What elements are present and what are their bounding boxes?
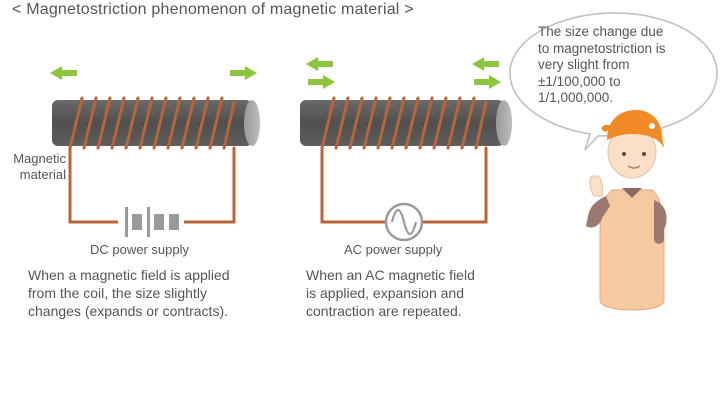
bubble-line-5: 1/1,000,000. xyxy=(538,90,614,105)
speech-bubble-text: The size change due to magnetostriction … xyxy=(538,24,708,107)
dc-battery-icon xyxy=(118,207,184,237)
dc-desc-line-1: When a magnetic field is applied xyxy=(28,267,230,283)
ac-description: When an AC magnetic field is applied, ex… xyxy=(306,266,536,320)
ac-source-icon xyxy=(384,202,424,242)
bubble-line-2: to magnetostriction is xyxy=(538,40,666,56)
dc-arrow-left xyxy=(50,66,77,80)
dc-supply-label: DC power supply xyxy=(90,242,189,257)
diagram-title: < Magnetostriction phenomenon of magneti… xyxy=(12,1,414,18)
dc-arrow-right xyxy=(230,66,257,80)
bubble-line-4: ±1/100,000 to xyxy=(538,73,621,89)
ac-arrows-right xyxy=(472,57,501,89)
magnetic-material-label: Magnetic material xyxy=(0,151,66,183)
ac-magnetic-rod xyxy=(300,100,512,146)
label-line-1: Magnetic xyxy=(13,151,66,166)
dc-desc-line-2: from the coil, the size slightly xyxy=(28,285,207,301)
dc-description: When a magnetic field is applied from th… xyxy=(28,266,298,320)
ac-supply-label: AC power supply xyxy=(344,242,443,257)
dc-desc-line-3: changes (expands or contracts). xyxy=(28,303,228,319)
ac-desc-line-1: When an AC magnetic field xyxy=(306,267,475,283)
bubble-line-3: very slight from xyxy=(538,57,630,72)
label-line-2: material xyxy=(19,167,66,182)
ac-arrows-left xyxy=(306,57,335,89)
ac-desc-line-3: contraction are repeated. xyxy=(306,303,462,319)
bubble-line-1: The size change due xyxy=(538,24,664,39)
ac-desc-line-2: is applied, expansion and xyxy=(306,285,465,301)
worker-character xyxy=(586,110,667,311)
